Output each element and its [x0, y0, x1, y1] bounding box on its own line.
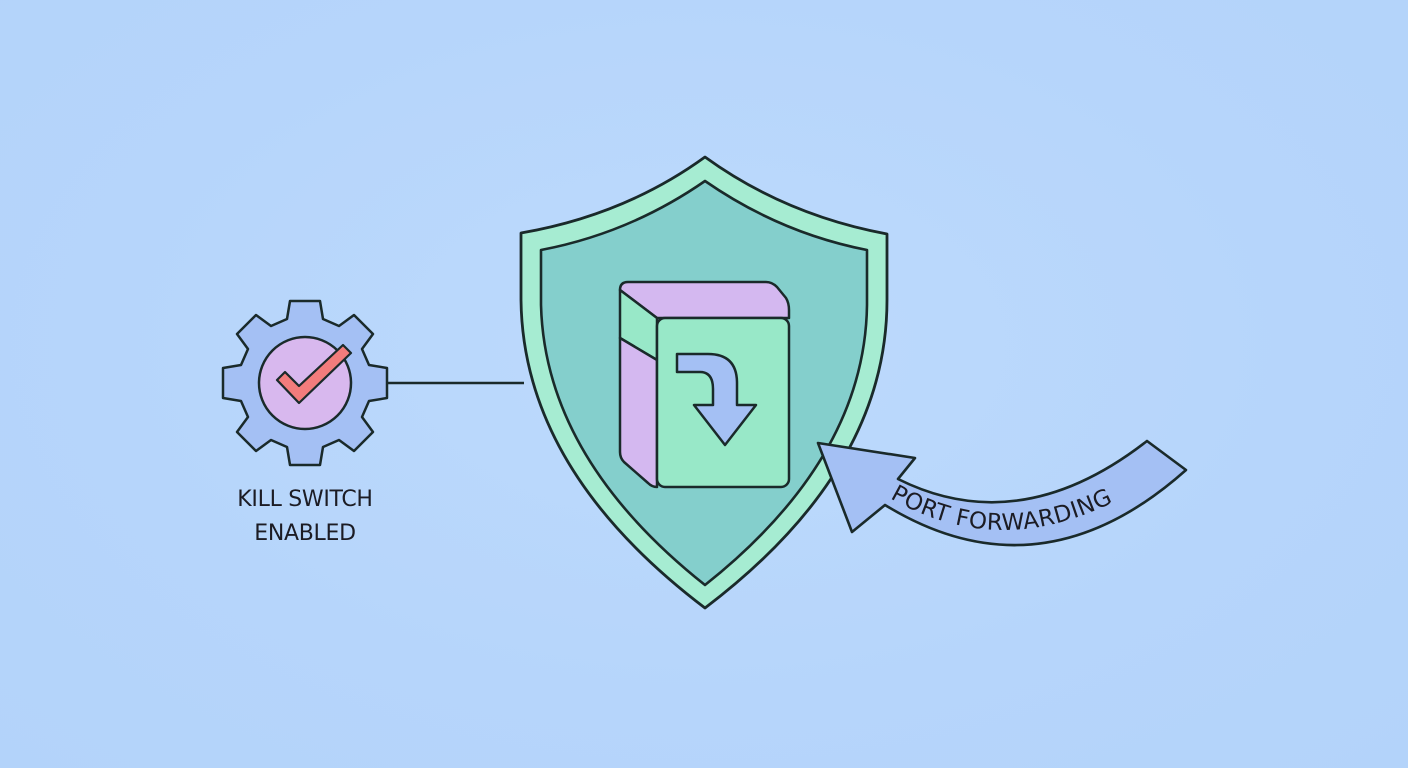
box-top-face	[618, 280, 791, 320]
box-side-lower	[618, 336, 659, 489]
port-forwarding-arrow	[816, 439, 1188, 547]
box-redirect-arrow-icon	[618, 280, 791, 489]
kill-switch-label: KILL SWITCH ENABLED	[200, 483, 410, 551]
redirect-arrow-icon	[675, 352, 758, 447]
kill-switch-label-line1: KILL SWITCH	[237, 487, 373, 512]
kill-switch-label-line2: ENABLED	[254, 521, 356, 546]
curved-arrow-icon: PORT FORWARDING	[816, 439, 1188, 547]
checkmark-icon	[275, 343, 353, 405]
gear-checkmark-icon	[221, 299, 389, 467]
